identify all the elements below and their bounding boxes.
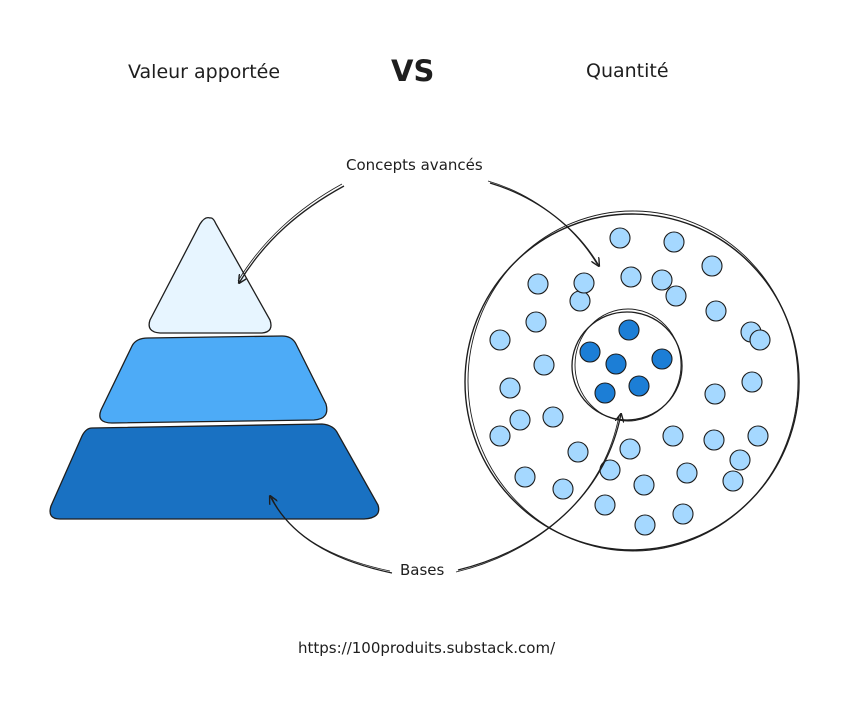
arrows bbox=[238, 181, 621, 573]
inner-dot bbox=[595, 383, 615, 403]
outer-dot bbox=[595, 495, 615, 515]
outer-dot bbox=[723, 471, 743, 491]
outer-dot bbox=[704, 430, 724, 450]
pyramid-bottom-layer bbox=[50, 424, 379, 519]
outer-dot bbox=[528, 274, 548, 294]
outer-dot bbox=[553, 479, 573, 499]
inner-dot bbox=[580, 342, 600, 362]
outer-dot bbox=[621, 267, 641, 287]
outer-dot bbox=[490, 330, 510, 350]
outer-dot bbox=[730, 450, 750, 470]
outer-circle-sketch-stroke bbox=[468, 211, 798, 551]
outer-dot bbox=[534, 355, 554, 375]
outer-dot bbox=[568, 442, 588, 462]
outer-dot bbox=[526, 312, 546, 332]
outer-dot bbox=[705, 384, 725, 404]
outer-dot bbox=[490, 426, 510, 446]
pyramid-middle-layer bbox=[100, 336, 327, 423]
title-quantity: Quantité bbox=[586, 60, 669, 82]
outer-dot bbox=[620, 439, 640, 459]
outer-dot bbox=[702, 256, 722, 276]
inner-dot bbox=[619, 320, 639, 340]
outer-dot bbox=[574, 273, 594, 293]
label-bases: Bases bbox=[400, 561, 445, 579]
pyramid-top-layer bbox=[149, 218, 271, 333]
outer-dot bbox=[570, 291, 590, 311]
outer-dot bbox=[673, 504, 693, 524]
arrow-concepts-to-circle bbox=[490, 183, 599, 266]
label-advanced-concepts: Concepts avancés bbox=[346, 156, 483, 174]
outer-dot bbox=[748, 426, 768, 446]
pyramid bbox=[50, 218, 379, 519]
outer-circle bbox=[465, 214, 799, 550]
arrow-bases-to-pyramid-sketch bbox=[272, 498, 390, 571]
outer-dot bbox=[677, 463, 697, 483]
outer-dot bbox=[610, 228, 630, 248]
arrow-concepts-to-circle-sketch bbox=[488, 181, 597, 264]
outer-dot bbox=[742, 372, 762, 392]
inner-dot bbox=[652, 349, 672, 369]
outer-dot bbox=[663, 426, 683, 446]
inner-dot bbox=[606, 354, 626, 374]
outer-dot bbox=[500, 378, 520, 398]
outer-dots bbox=[490, 228, 770, 535]
arrow-concepts-to-pyramid-sketch bbox=[238, 184, 342, 281]
outer-dot bbox=[634, 475, 654, 495]
outer-dot bbox=[515, 467, 535, 487]
quantity-circle-diagram bbox=[465, 211, 799, 551]
arrow-bases-to-circle-sketch bbox=[456, 416, 619, 572]
outer-dot bbox=[706, 301, 726, 321]
outer-dot bbox=[635, 515, 655, 535]
outer-dot bbox=[666, 286, 686, 306]
outer-dot bbox=[543, 407, 563, 427]
footer-url: https://100produits.substack.com/ bbox=[298, 639, 556, 657]
inner-dots bbox=[580, 320, 672, 403]
outer-dot bbox=[510, 410, 530, 430]
outer-dot bbox=[750, 330, 770, 350]
outer-dot bbox=[664, 232, 684, 252]
arrow-concepts-to-pyramid bbox=[239, 186, 344, 283]
title-vs: VS bbox=[391, 54, 435, 88]
outer-dot bbox=[652, 270, 672, 290]
title-value: Valeur apportée bbox=[128, 61, 281, 83]
inner-dot bbox=[629, 376, 649, 396]
